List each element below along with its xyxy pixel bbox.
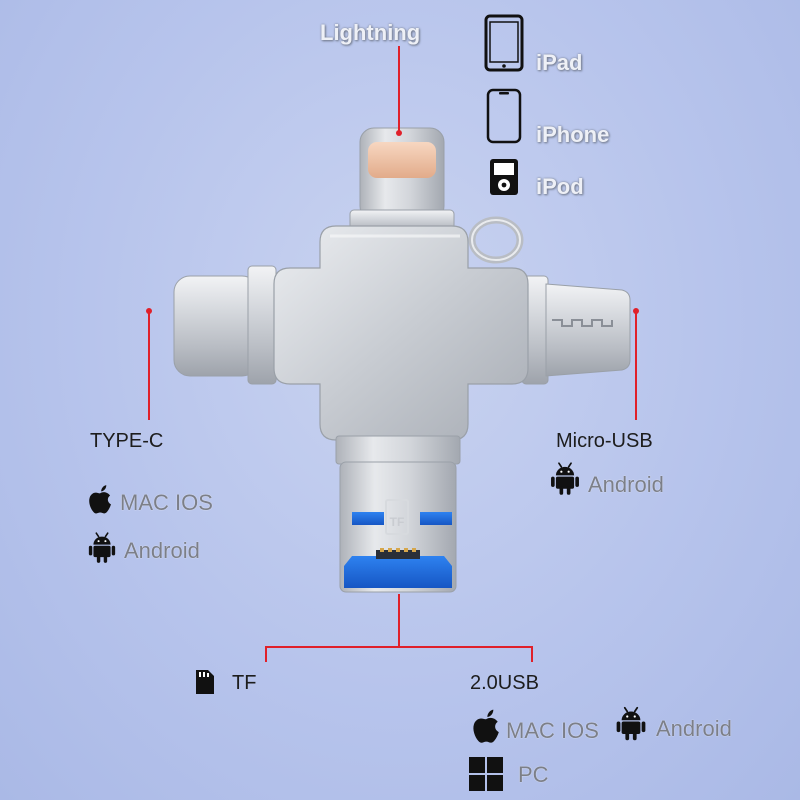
ipad-icon <box>484 14 524 72</box>
iphone-icon <box>486 88 522 144</box>
type-c-leader-dot <box>146 308 152 314</box>
micro-usb-label: Micro-USB <box>556 430 653 452</box>
lightning-leader-dot <box>396 130 402 136</box>
type-c-connector <box>173 265 277 385</box>
usb-label: 2.0USB <box>470 672 539 694</box>
usb-leader-line <box>398 594 400 648</box>
android-icon <box>88 532 116 564</box>
usb-system-android: Android <box>656 716 732 741</box>
lightning-label: Lightning <box>320 20 421 45</box>
type-c-system-mac-ios: MAC IOS <box>120 490 213 515</box>
lightning-connector <box>349 127 455 235</box>
device-label-ipad: iPad <box>536 50 583 75</box>
apple-icon <box>470 708 502 746</box>
ipod-icon <box>490 159 518 195</box>
usb-system-pc: PC <box>518 762 549 787</box>
apple-icon <box>86 484 114 516</box>
lightning-leader-line <box>398 46 400 134</box>
android-icon <box>550 462 580 496</box>
micro-usb-leader-line <box>635 312 637 420</box>
type-c-label: TYPE-C <box>90 430 164 452</box>
tf-label: TF <box>232 672 257 694</box>
device-label-ipod: iPod <box>536 174 584 199</box>
micro-usb-system-android: Android <box>588 472 664 497</box>
usb-leader-tick <box>531 646 533 662</box>
windows-icon <box>469 757 503 791</box>
usb-tf-connector: TF <box>335 435 461 593</box>
split-leader-line <box>265 646 533 648</box>
android-icon <box>616 706 646 742</box>
micro-usb-leader-dot <box>633 308 639 314</box>
device-label-iphone: iPhone <box>536 122 610 147</box>
sd-card-icon <box>196 670 214 694</box>
tf-leader-tick <box>265 646 267 662</box>
micro-usb-connector <box>521 275 631 385</box>
usb-system-mac-ios: MAC IOS <box>506 718 599 743</box>
type-c-system-android: Android <box>124 538 200 563</box>
type-c-leader-line <box>148 312 150 420</box>
card-slot-label: TF <box>390 515 405 529</box>
